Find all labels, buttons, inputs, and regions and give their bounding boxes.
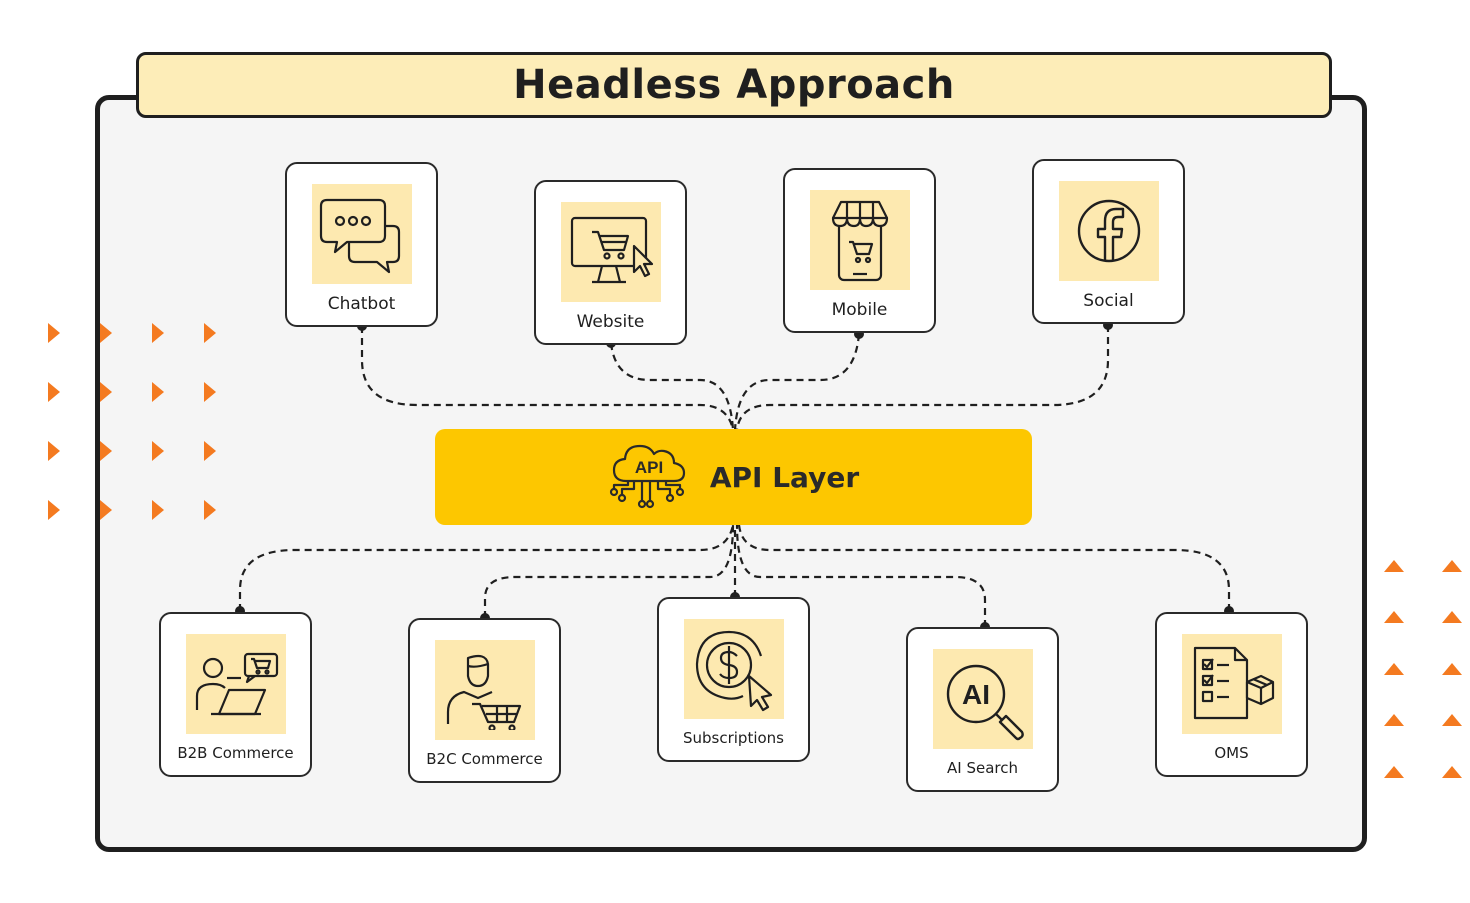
ai-icon-text: AI <box>962 679 990 710</box>
chat-bubbles-icon <box>319 198 400 274</box>
social-label: Social <box>1083 291 1134 311</box>
facebook-icon <box>1077 199 1140 263</box>
ai-search-icon: AI <box>946 664 1024 741</box>
dollar-coin-icon <box>695 630 772 712</box>
mobile-tile <box>809 190 910 290</box>
person-cart-icon <box>446 654 521 730</box>
api-layer: API API Layer <box>435 429 1032 525</box>
node-oms: OMS <box>1155 612 1308 777</box>
node-ai-search: AI AI Search <box>906 627 1059 792</box>
monitor-cart-icon <box>570 216 653 284</box>
ai-search-tile: AI <box>932 649 1033 749</box>
decor-up-arrows <box>1384 560 1462 778</box>
api-icon-text: API <box>635 458 663 477</box>
subscriptions-tile <box>683 619 784 719</box>
oms-tile <box>1181 634 1282 734</box>
website-label: Website <box>576 312 645 332</box>
subscriptions-label: Subscriptions <box>682 729 784 747</box>
oms-label: OMS <box>1214 744 1249 762</box>
b2b-tile <box>185 634 286 734</box>
diagram-title: Headless Approach <box>136 52 1332 118</box>
node-b2b-commerce: B2B Commerce <box>159 612 312 777</box>
b2c-tile <box>434 640 535 740</box>
mobile-label: Mobile <box>831 300 888 320</box>
chatbot-tile <box>311 184 412 284</box>
cloud-api-icon: API <box>609 444 685 509</box>
mobile-store-icon <box>831 200 888 282</box>
b2c-commerce-label: B2C Commerce <box>426 750 543 768</box>
node-chatbot: Chatbot <box>285 162 438 327</box>
api-layer-label: API Layer <box>709 460 860 494</box>
ai-search-label: AI Search <box>947 759 1018 777</box>
node-b2c-commerce: B2C Commerce <box>408 618 561 783</box>
website-tile <box>560 202 661 302</box>
node-social: Social <box>1032 159 1185 324</box>
node-mobile: Mobile <box>783 168 936 333</box>
chatbot-label: Chatbot <box>327 294 396 314</box>
decor-right-arrows <box>48 323 216 520</box>
node-subscriptions: Subscriptions <box>657 597 810 762</box>
person-laptop-cart-icon <box>195 652 278 716</box>
checklist-box-icon <box>1193 646 1274 720</box>
social-tile <box>1058 181 1159 281</box>
node-website: Website <box>534 180 687 345</box>
b2b-commerce-label: B2B Commerce <box>177 744 294 762</box>
